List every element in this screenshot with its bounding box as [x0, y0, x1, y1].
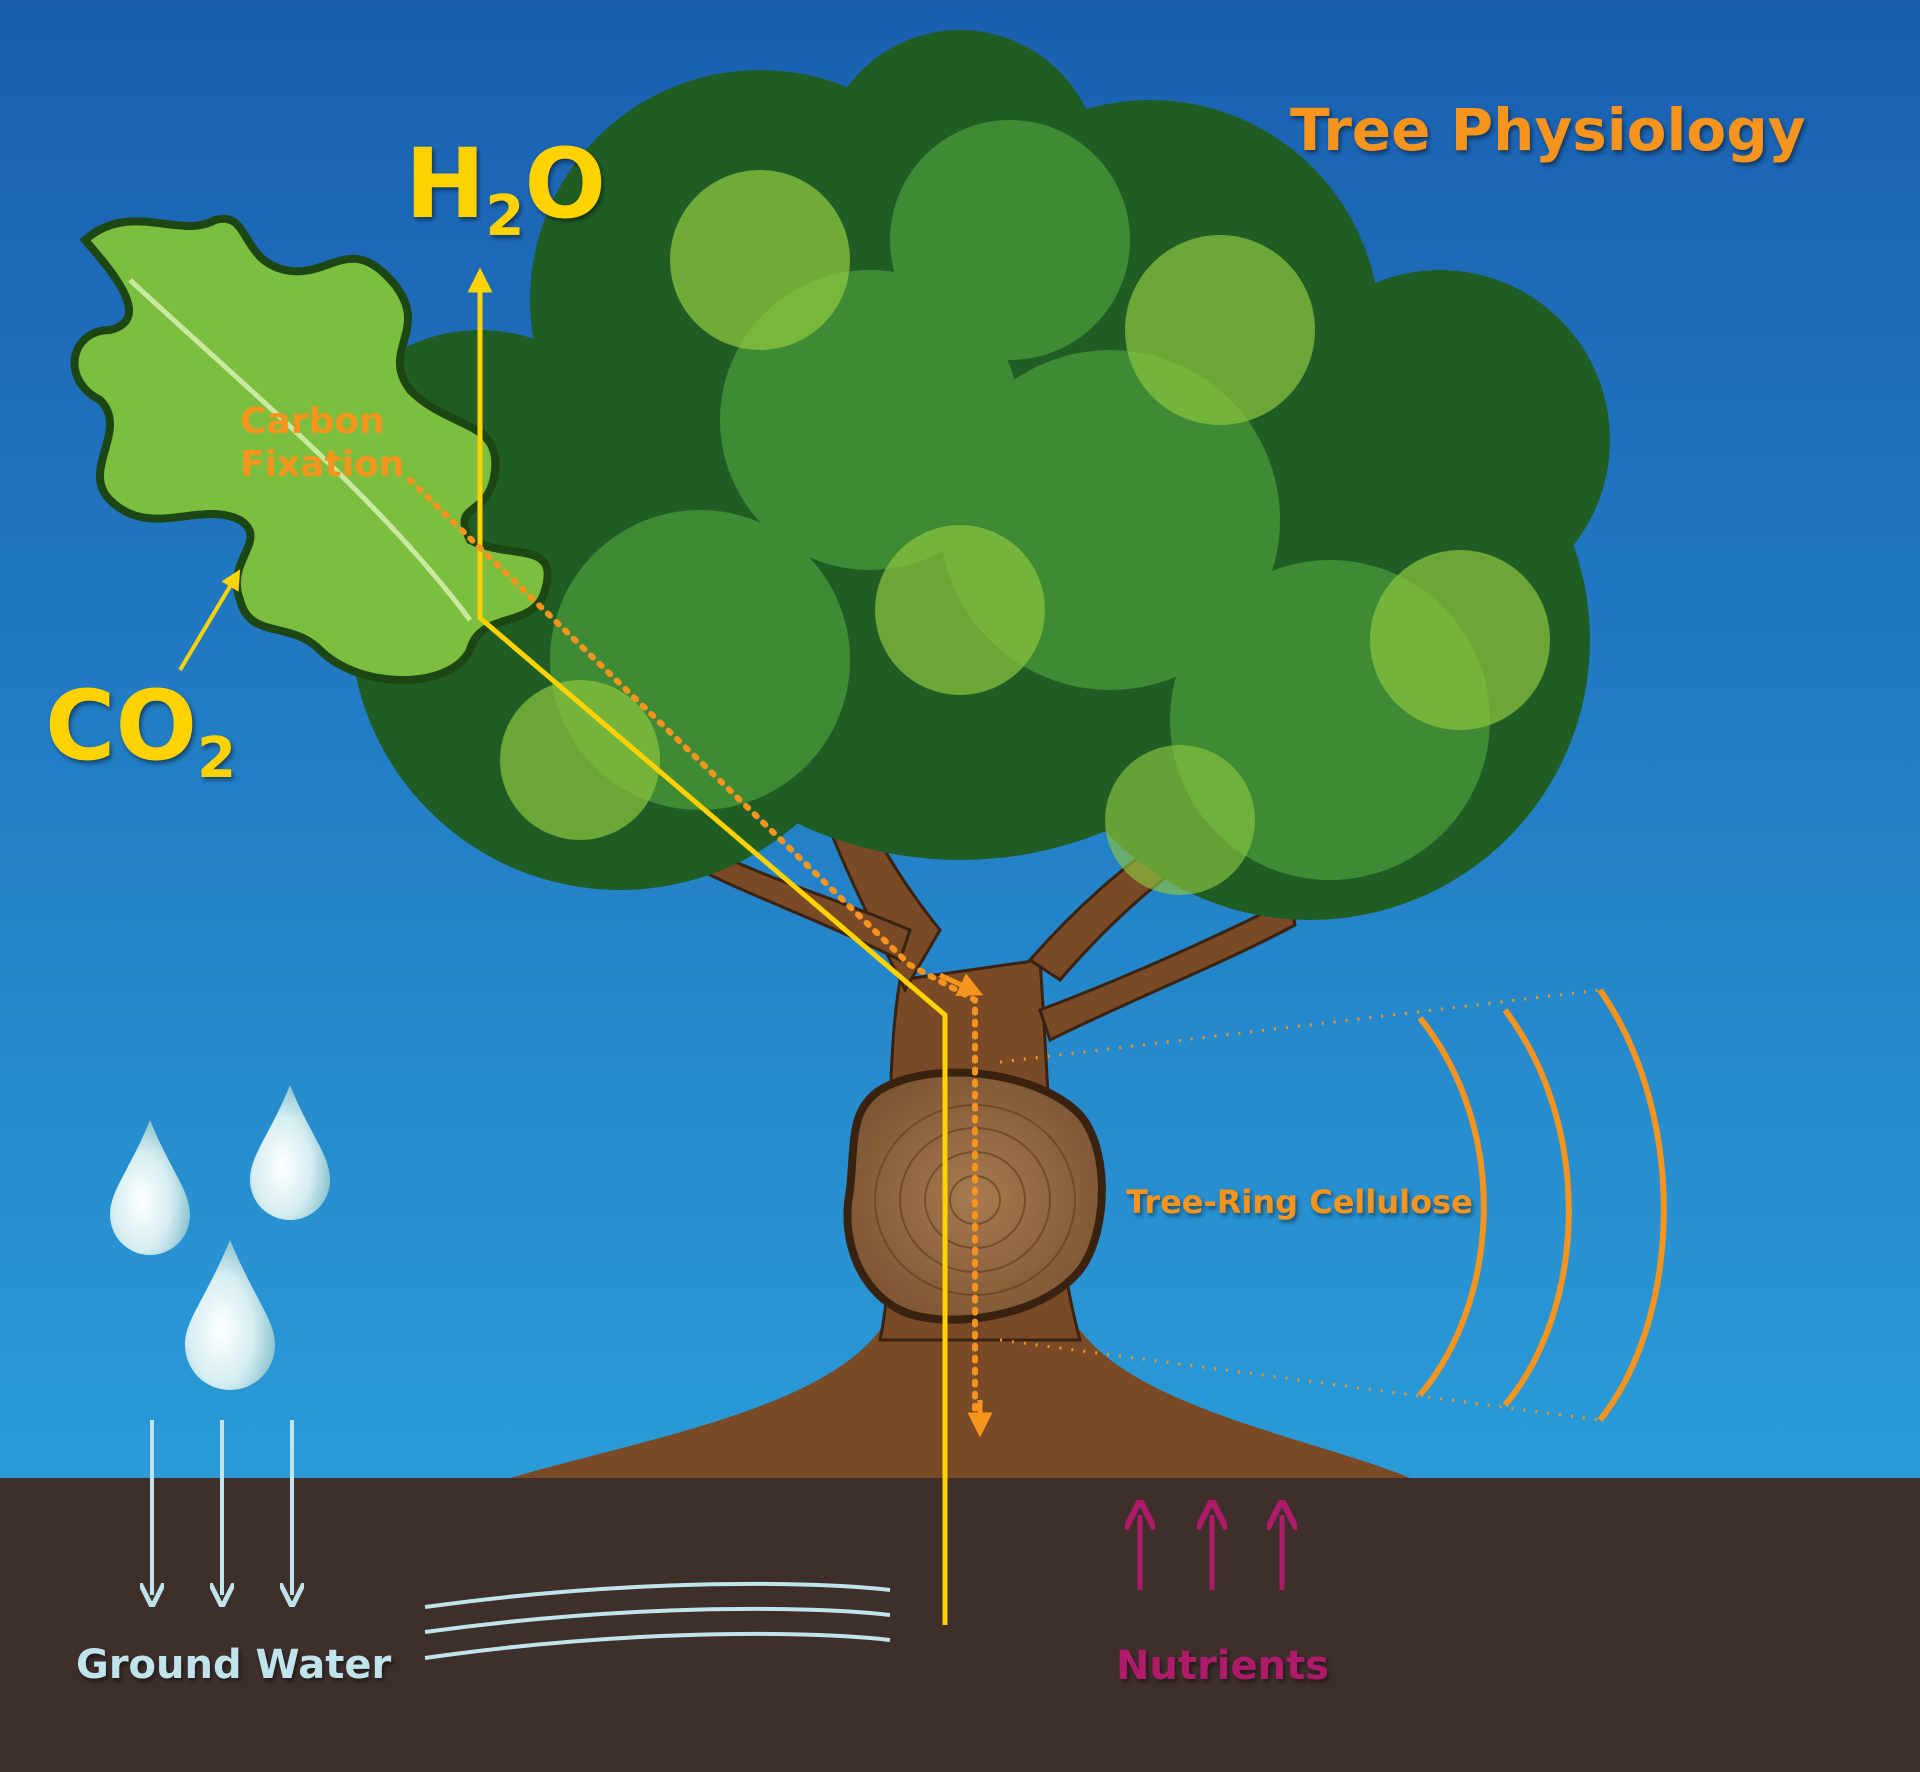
carbon-label-line1: Carbon: [240, 401, 385, 442]
leaf-midrib: [128, 278, 472, 622]
carbon-label-line2: Fixation: [240, 444, 405, 486]
co2-label: CO2: [45, 670, 236, 791]
h2o-label: H2O: [405, 128, 606, 249]
water-drop-icon: [110, 1085, 330, 1390]
ground-water-label: Ground Water: [76, 1642, 392, 1688]
tree-root-mound: [510, 1330, 1410, 1478]
carbon-fixation-path: [407, 477, 978, 1428]
h2o-end: O: [524, 128, 606, 240]
carbon-arrow-mid: [938, 972, 984, 997]
nutrients-label: Nutrients: [1116, 1643, 1330, 1689]
ring-projection-lines: [999, 988, 1601, 1422]
ground-water-flow-lines: [424, 1581, 891, 1660]
co2-uptake-arrow: [178, 569, 241, 672]
h2o-transport-path: [467, 267, 948, 1625]
co2-subscript: 2: [197, 726, 237, 791]
tree-ring-arcs: [1417, 988, 1667, 1422]
h2o-main: H: [405, 128, 486, 240]
co2-main: CO: [45, 670, 198, 782]
ground-water-arrows: [152, 1420, 292, 1595]
nutrient-arrows: [1140, 1515, 1282, 1590]
h2o-subscript: 2: [485, 184, 525, 249]
diagram-title: Tree Physiology: [1290, 96, 1806, 164]
tree-ring-cellulose-label: Tree-Ring Cellulose: [1126, 1183, 1473, 1221]
soil-ground: [0, 1478, 1920, 1772]
